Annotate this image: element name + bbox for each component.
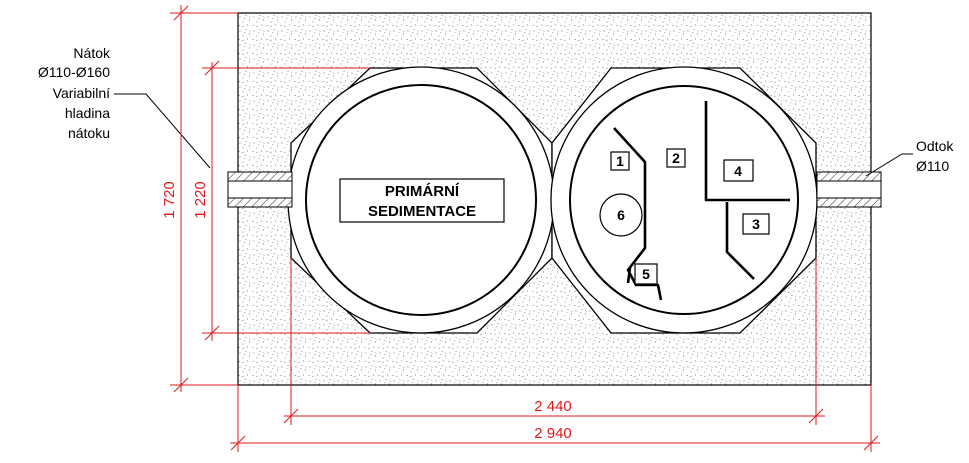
chamber-label-1: 1 [616, 153, 624, 169]
dimension-total-width: 2 940 [534, 425, 572, 442]
outlet-label-line-1: Odtok [916, 138, 954, 154]
chamber-label-4: 4 [734, 163, 742, 179]
dimension-lines [170, 5, 880, 452]
partition-walls [613, 101, 790, 301]
chamber-box-3 [742, 213, 770, 235]
tank-title-line-1: PRIMÁRNÍ [385, 183, 460, 200]
inlet-label-line-4: hladina [65, 105, 110, 121]
chamber-label-6: 6 [617, 207, 625, 223]
dimension-tank-height: 1 220 [192, 181, 209, 219]
inlet-label-line-1: Nátok [73, 45, 111, 61]
chamber-box-1 [610, 151, 630, 171]
dimension-total-height: 1 720 [161, 181, 178, 219]
chamber-label-2: 2 [672, 150, 680, 166]
inlet-label-line-2: Ø110-Ø160 [38, 64, 110, 80]
dimension-inner-width: 2 440 [534, 398, 572, 415]
inlet-pipe [227, 171, 293, 208]
outlet-label-line-2: Ø110 [916, 158, 949, 174]
tank-title-box [339, 178, 505, 223]
chamber-circle-6 [599, 193, 643, 237]
outlet-pipe [816, 171, 882, 208]
inlet-label-line-3: Variabilní [53, 85, 110, 101]
chamber-label-5: 5 [642, 266, 650, 282]
inlet-label-line-5: nátoku [68, 125, 110, 141]
tank-title-line-2: SEDIMENTACE [368, 203, 476, 220]
chamber-box-2 [666, 148, 686, 168]
outlet-leader-line [865, 153, 913, 177]
chamber-label-3: 3 [752, 216, 760, 232]
chamber-box-5 [634, 263, 658, 285]
inlet-leader-line [114, 93, 211, 169]
chamber-box-4 [723, 159, 754, 182]
